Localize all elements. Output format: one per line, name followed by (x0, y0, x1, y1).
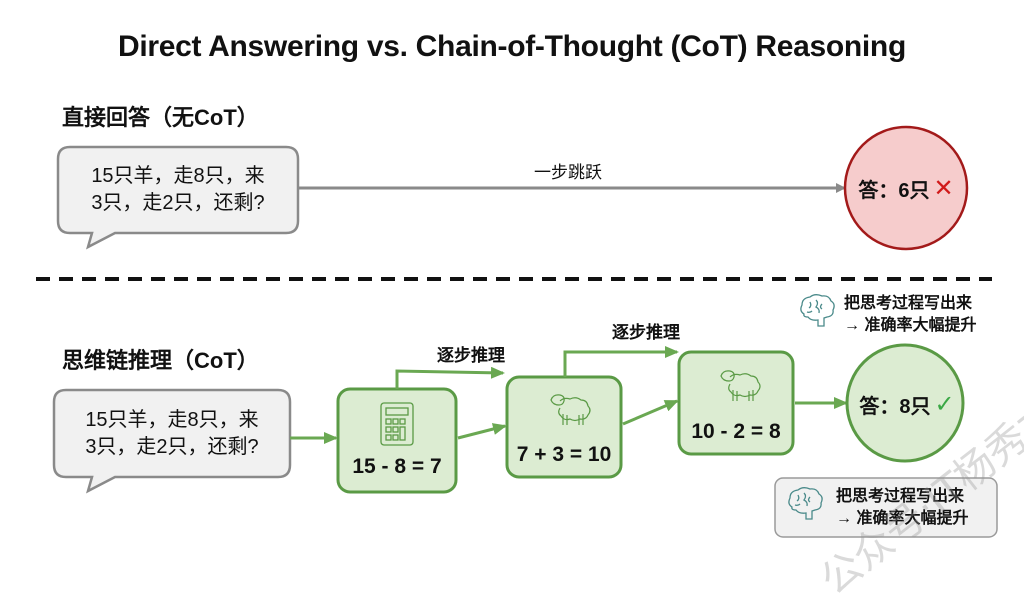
cot-arrow-step1-to-step2 (457, 423, 507, 440)
direct-answer-circle (843, 125, 969, 251)
check-icon: ✓ (934, 391, 955, 418)
top-note-line-2: → 准确率大幅提升 (844, 317, 977, 334)
step-equation-1: 15 - 8 = 7 (352, 455, 442, 478)
cot-answer-text: 答：8只 (859, 396, 931, 418)
cot-elbow-arrow-1 (395, 366, 505, 389)
cot-arrow-step2-to-step3 (622, 399, 679, 426)
cot-question-text: 15只羊，走8只，来 3只，走2只，还剩? (56, 407, 288, 461)
cot-answer: 答：8只 ✓ (848, 390, 966, 419)
step-equation-2: 7 + 3 = 10 (516, 443, 612, 466)
brain-icon (800, 294, 835, 327)
bottom-note-box (774, 477, 998, 538)
direct-answer-text: 答：6只 (858, 180, 930, 202)
direct-question-text: 15只羊，走8只，来 3只，走2只，还剩? (60, 163, 296, 217)
cot-section-label: 思维链推理（CoT） (62, 348, 259, 373)
sheep-icon (550, 394, 591, 425)
direct-section-label: 直接回答（无CoT） (62, 105, 259, 130)
sheep-icon (720, 370, 761, 401)
direct-question-line-1: 15只羊，走8只，来 (91, 165, 265, 187)
cot-question-bubble (52, 388, 292, 494)
cot-edge-label-1: 逐步推理 (437, 346, 505, 365)
top-note: 把思考过程写出来 → 准确率大幅提升 (844, 293, 976, 337)
bottom-note: 把思考过程写出来 → 准确率大幅提升 (836, 486, 968, 530)
diagram-canvas (36, 125, 998, 538)
step-box-3 (677, 350, 795, 456)
direct-question-line-2: 3只，走2只，还剩? (91, 192, 265, 214)
direct-question-bubble (56, 145, 300, 250)
bottom-note-line-2: → 准确率大幅提升 (836, 510, 969, 527)
direct-answer: 答：6只 ✕ (845, 174, 967, 203)
direct-edge-label: 一步跳跃 (534, 163, 602, 182)
cot-question-line-2: 3只，走2只，还剩? (85, 436, 259, 458)
step-equation-3: 10 - 2 = 8 (691, 420, 781, 443)
cot-edge-label-2: 逐步推理 (612, 323, 680, 342)
diagram-title: Direct Answering vs. Chain-of-Thought (C… (118, 30, 906, 63)
cot-elbow-arrow-2 (563, 346, 679, 377)
cot-question-line-1: 15只羊，走8只，来 (85, 409, 259, 431)
cross-icon: ✕ (933, 175, 954, 202)
cot-answer-circle (845, 343, 965, 463)
top-note-line-1: 把思考过程写出来 (844, 295, 973, 312)
brain-icon (788, 487, 823, 520)
bottom-note-line-1: 把思考过程写出来 (836, 488, 965, 505)
calculator-icon (380, 402, 414, 446)
